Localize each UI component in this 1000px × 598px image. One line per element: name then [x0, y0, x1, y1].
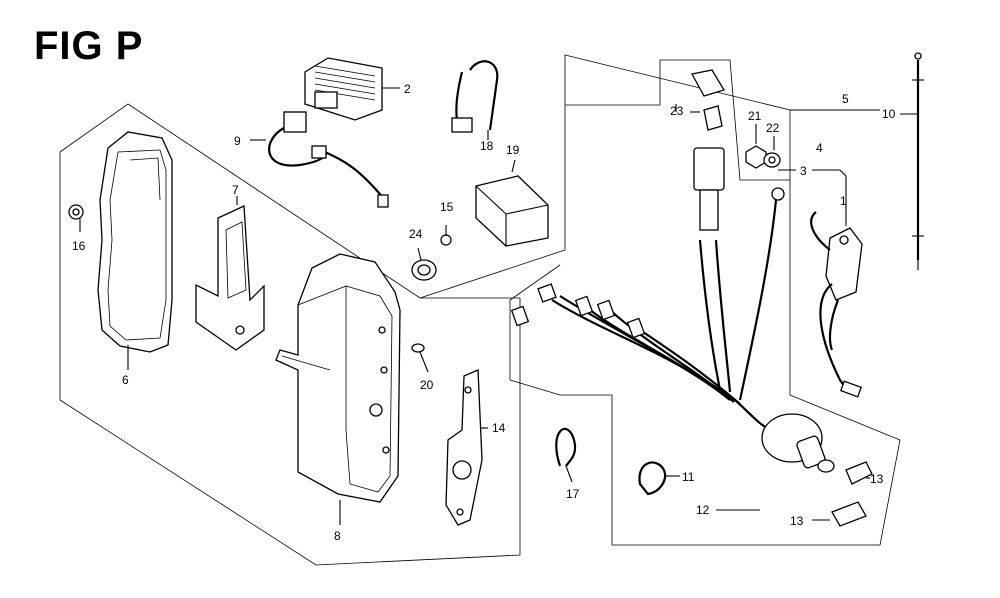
left-assembly-boundary [59, 103, 521, 566]
callout-8: 8 [334, 529, 341, 543]
part-7-bracket [195, 196, 265, 351]
callout-23: 23 [670, 104, 684, 118]
part-16-screw [68, 204, 84, 232]
callout-15: 15 [440, 200, 454, 214]
part-14-plate [445, 369, 488, 526]
callout-21: 21 [748, 109, 762, 123]
part-18-clamp-band [451, 60, 499, 140]
callout-13-lower: 13 [790, 514, 804, 528]
part-19-rubber-block [475, 159, 549, 247]
callout-11: 11 [682, 470, 695, 484]
part-23-fuse-holder [690, 69, 725, 231]
figure-title: FIG P [34, 24, 144, 68]
part-13-terminals [812, 461, 873, 527]
callout-22: 22 [766, 121, 780, 135]
callout-3: 3 [800, 164, 807, 178]
callout-19: 19 [506, 143, 520, 157]
callout-10: 10 [882, 107, 896, 121]
part-6-cover [97, 131, 173, 370]
callout-16: 16 [72, 239, 86, 253]
callout-4: 4 [816, 141, 823, 155]
main-wire-harness [510, 187, 785, 431]
leader-lines [675, 104, 918, 177]
part-10-rod [912, 52, 924, 270]
part-24-clip [411, 247, 437, 281]
callout-17: 17 [566, 487, 580, 501]
callout-24: 24 [409, 227, 423, 241]
callout-2: 2 [404, 82, 411, 96]
callout-18: 18 [480, 139, 494, 153]
callout-12: 12 [696, 503, 710, 517]
part-17-clip [555, 428, 577, 483]
callout-20: 20 [420, 378, 434, 392]
callout-6: 6 [122, 373, 129, 387]
right-assembly-boundary [419, 54, 901, 546]
part-22-washer [763, 136, 781, 168]
callout-1: 1 [840, 194, 847, 208]
part-2-rectifier [304, 57, 400, 121]
part-15-screw [440, 225, 452, 246]
part-9-sub-harness [250, 111, 389, 208]
part-12-switch [716, 413, 835, 511]
part-11-band [638, 461, 680, 496]
callout-14: 14 [492, 421, 506, 435]
callout-5: 5 [842, 92, 849, 106]
part-20-bolt [411, 343, 429, 373]
callout-numbers: 2 9 18 19 15 24 7 16 6 20 8 14 17 11 12 … [72, 82, 896, 543]
part-1-sensor [810, 176, 863, 398]
callout-13-upper: 13 [870, 472, 884, 486]
callout-7: 7 [232, 183, 239, 197]
callout-9: 9 [234, 134, 241, 148]
part-8-control-box [275, 253, 401, 525]
part-21-nut [745, 124, 767, 169]
